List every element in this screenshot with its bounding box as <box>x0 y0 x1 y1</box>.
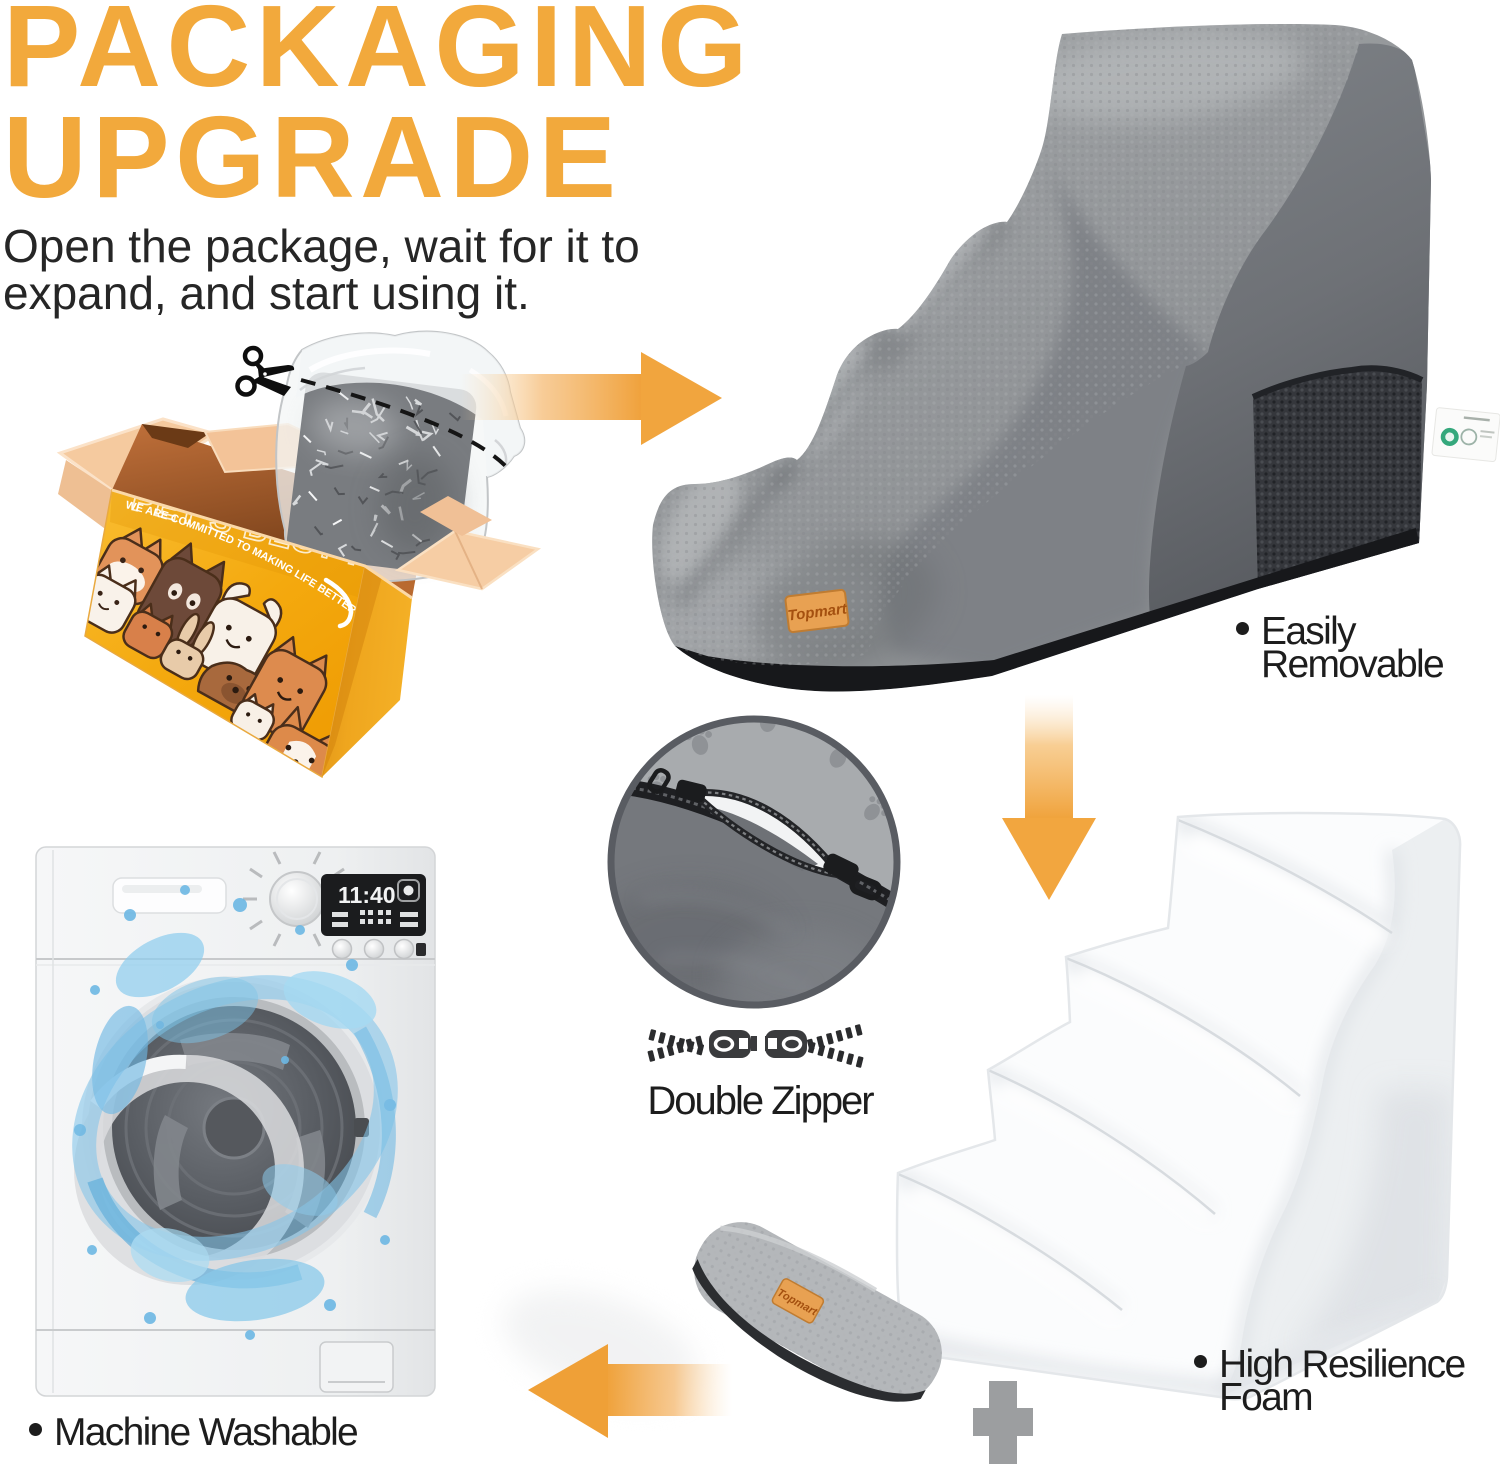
svg-text:11:40: 11:40 <box>338 882 396 908</box>
